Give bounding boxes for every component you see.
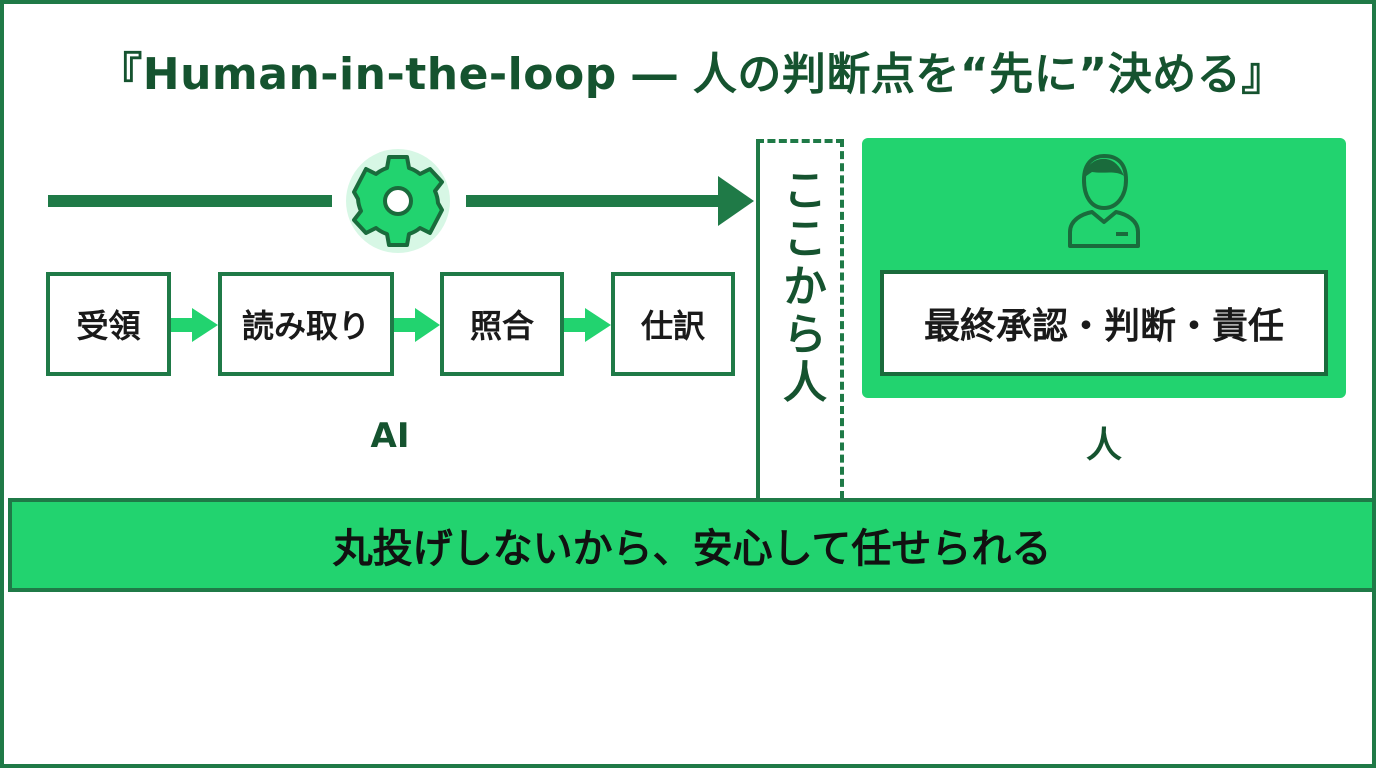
step-arrow-2 — [394, 308, 440, 342]
human-panel: 最終承認・判断・責任 — [862, 138, 1346, 398]
handoff-divider: ここから人 — [756, 139, 844, 499]
flow-diagram — [48, 149, 754, 342]
step-arrow-1 — [171, 308, 218, 342]
step-box-match: 照合 — [440, 272, 564, 376]
step-box-journal: 仕訳 — [611, 272, 735, 376]
final-approval-box: 最終承認・判断・責任 — [880, 270, 1328, 376]
step-arrow-3 — [564, 308, 611, 342]
flow-arrowhead — [718, 176, 754, 226]
human-label: 人 — [1085, 425, 1122, 466]
gear-icon — [346, 149, 450, 253]
step-box-receive: 受領 — [46, 272, 171, 376]
step-box-read: 読み取り — [218, 272, 394, 376]
handoff-label: ここから人 — [775, 167, 826, 407]
bottom-banner: 丸投げしないから、安心して任せられる — [8, 498, 1376, 592]
ai-label: AI — [370, 416, 410, 456]
slide-title: 『Human-in-the-loop ― 人の判断点を“先に”決める』 — [98, 49, 1286, 100]
person-icon — [1068, 153, 1140, 248]
